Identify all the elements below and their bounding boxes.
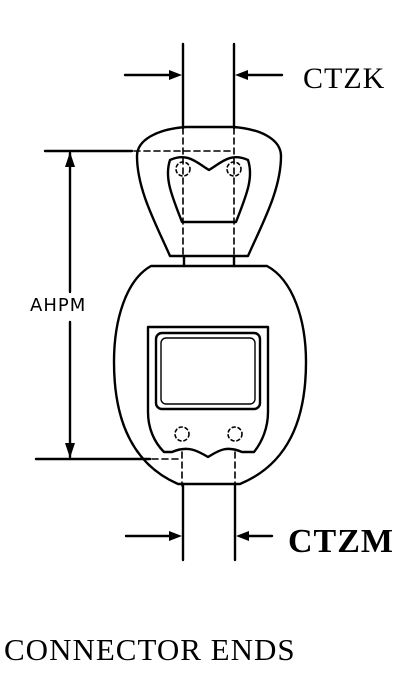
ctzk-label: CTZK (303, 62, 386, 95)
ahpm-dimension-line (34, 149, 233, 461)
ctzm-label: CTZM (288, 523, 394, 560)
bottom-cable (181, 482, 237, 562)
upper-link (135, 125, 283, 268)
ctzm-dimension-arrows (124, 531, 274, 541)
ahpm-label: AHPM (30, 295, 87, 316)
top-cable (181, 42, 236, 130)
diagram-caption: CONNECTOR ENDS (4, 632, 296, 667)
ctzk-dimension-arrows (123, 70, 284, 80)
lower-body (112, 264, 308, 487)
